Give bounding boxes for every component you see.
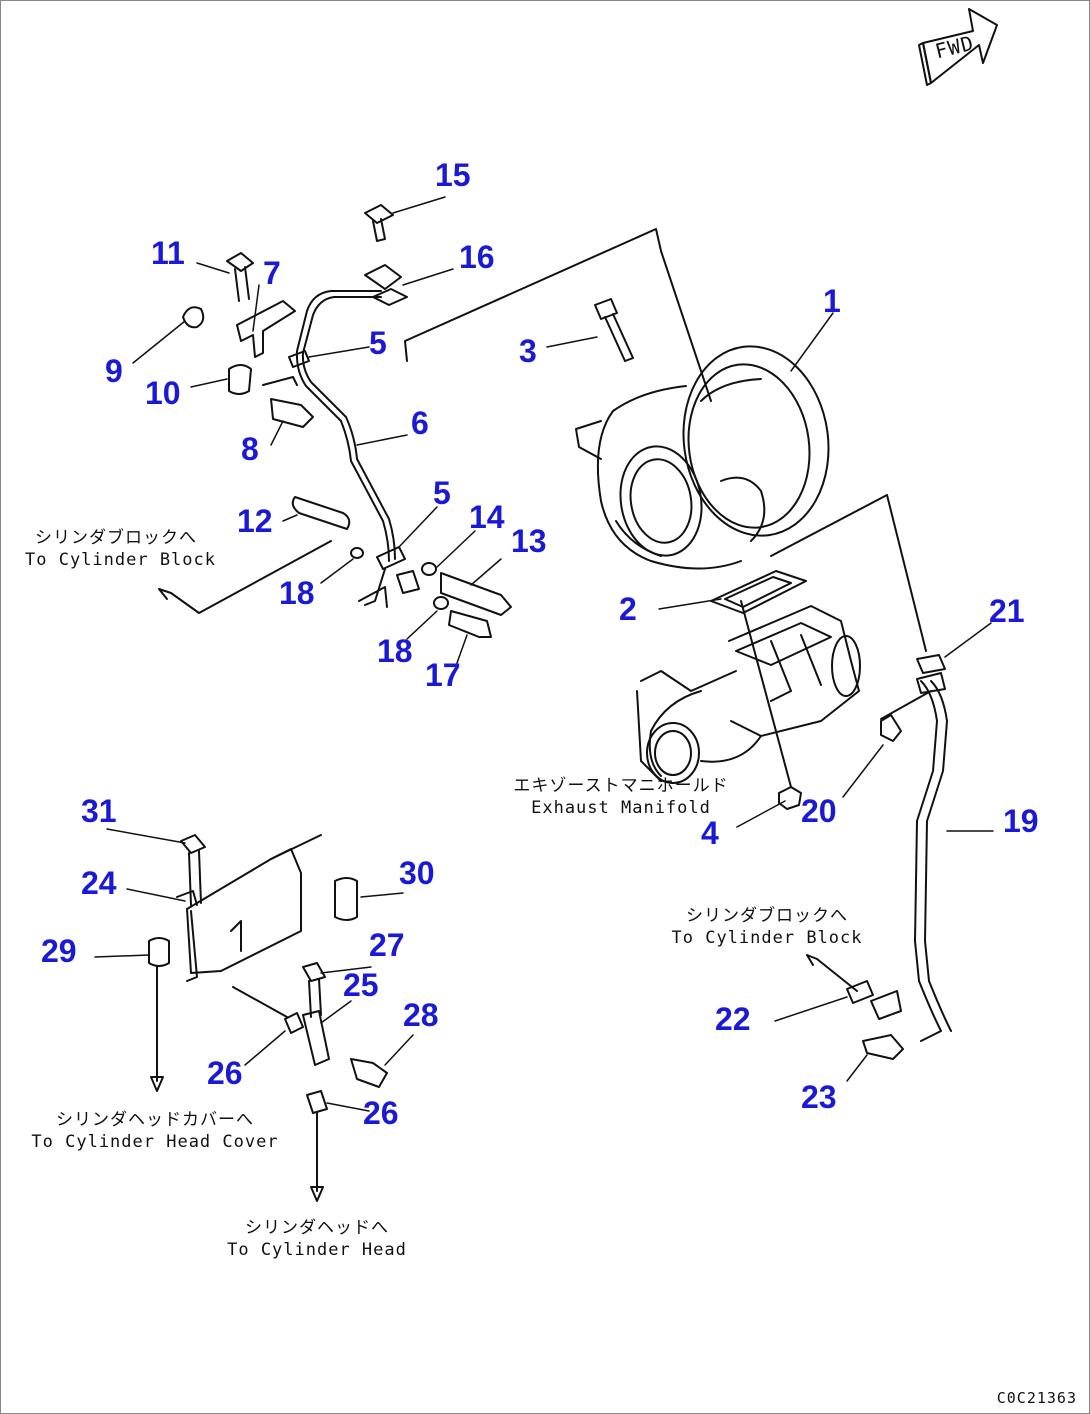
washer-icon — [350, 547, 364, 559]
clamp-icon — [302, 1010, 330, 1066]
note-en: Exhaust Manifold — [531, 798, 711, 818]
note-en: To Cylinder Block — [25, 550, 216, 570]
note-to-cylinder-head-cover: シリンダヘッドカバーへ To Cylinder Head Cover — [31, 1109, 278, 1153]
turbocharger-icon — [575, 345, 830, 570]
oil-return-pipe-icon — [846, 654, 952, 1060]
nut-icon — [778, 786, 802, 810]
callout-22[interactable]: 22 — [715, 1001, 751, 1037]
note-to-cylinder-head: シリンダヘッドへ To Cylinder Head — [227, 1217, 407, 1261]
callout-16[interactable]: 16 — [459, 239, 495, 275]
gasket-icon — [710, 570, 807, 614]
callout-7[interactable]: 7 — [263, 255, 281, 291]
callout-5-lower[interactable]: 5 — [433, 475, 451, 511]
arrow-line — [170, 540, 332, 614]
callout-3[interactable]: 3 — [519, 333, 537, 369]
callout-5-upper[interactable]: 5 — [369, 325, 387, 361]
arrow-line — [816, 958, 858, 992]
bolt-icon — [180, 834, 206, 854]
arrow-icon — [310, 1186, 324, 1202]
clamp-icon — [288, 350, 310, 368]
callout-18-left[interactable]: 18 — [279, 575, 315, 611]
callout-12[interactable]: 12 — [237, 503, 273, 539]
assembly-line — [880, 690, 932, 720]
callout-11[interactable]: 11 — [151, 235, 185, 271]
assembly-line — [404, 228, 712, 402]
callout-8[interactable]: 8 — [241, 431, 259, 467]
callout-24[interactable]: 24 — [81, 865, 117, 901]
callout-23[interactable]: 23 — [801, 1079, 837, 1115]
note-en: To Cylinder Head — [227, 1240, 407, 1260]
leader-lines — [94, 196, 994, 1112]
arrow-icon — [150, 1076, 164, 1092]
assembly-line — [232, 986, 288, 1018]
bolt-icon — [188, 850, 202, 906]
callout-4[interactable]: 4 — [701, 815, 719, 851]
spacer-icon — [148, 937, 170, 967]
spacer-icon — [306, 1090, 328, 1114]
note-en: To Cylinder Block — [671, 928, 863, 948]
arrow-icon — [158, 588, 172, 600]
note-to-cylinder-block-left: シリンダブロックへ To Cylinder Block — [25, 527, 216, 571]
note-en: To Cylinder Head Cover — [31, 1132, 279, 1152]
bolt-icon — [350, 1058, 388, 1088]
callout-10[interactable]: 10 — [145, 375, 181, 411]
spacer-icon — [284, 1012, 304, 1034]
bolt-icon — [448, 610, 492, 638]
clamp-icon — [396, 570, 420, 594]
callout-30[interactable]: 30 — [399, 855, 435, 891]
callout-26-left[interactable]: 26 — [207, 1055, 243, 1091]
callout-28[interactable]: 28 — [403, 997, 439, 1033]
callout-20[interactable]: 20 — [801, 793, 837, 829]
clamp-icon — [376, 546, 406, 570]
callout-26-right[interactable]: 26 — [363, 1095, 399, 1131]
callout-13[interactable]: 13 — [511, 523, 547, 559]
washer-icon — [433, 596, 449, 610]
exhaust-manifold-icon — [636, 605, 861, 784]
oil-inlet-pipe-icon — [295, 290, 396, 606]
clamp-icon — [358, 586, 388, 608]
note-jp: シリンダヘッドカバーへ — [55, 1110, 254, 1130]
callout-29[interactable]: 29 — [41, 933, 77, 969]
callout-27[interactable]: 27 — [369, 927, 405, 963]
bolt-icon — [594, 298, 634, 362]
callout-17[interactable]: 17 — [425, 657, 461, 693]
note-jp: エキゾーストマニホールド — [513, 776, 729, 796]
callout-9[interactable]: 9 — [105, 353, 123, 389]
drawing-code: C0C21363 — [996, 1389, 1077, 1407]
callout-19[interactable]: 19 — [1003, 803, 1039, 839]
spacer-icon — [334, 877, 358, 921]
callout-21[interactable]: 21 — [989, 593, 1025, 629]
callout-18-right[interactable]: 18 — [377, 633, 413, 669]
washer-icon — [421, 562, 437, 576]
note-jp: シリンダブロックへ — [686, 906, 848, 926]
callout-15[interactable]: 15 — [435, 157, 471, 193]
callout-14[interactable]: 14 — [469, 499, 505, 535]
callout-6[interactable]: 6 — [411, 405, 429, 441]
callout-2[interactable]: 2 — [619, 591, 637, 627]
bolt-icon — [440, 572, 512, 616]
arrow-icon — [806, 954, 818, 966]
note-to-cylinder-block-right: シリンダブロックへ To Cylinder Block — [672, 905, 863, 949]
note-exhaust-manifold: エキゾーストマニホールド Exhaust Manifold — [513, 775, 728, 819]
bolt-icon — [308, 978, 322, 1018]
bolt-icon — [302, 962, 326, 982]
sleeve-icon — [291, 496, 351, 530]
callout-31[interactable]: 31 — [81, 793, 117, 829]
note-jp: シリンダヘッドへ — [244, 1218, 389, 1238]
lifting-bracket-icon — [176, 834, 322, 982]
assembly-line — [770, 494, 927, 652]
note-jp: シリンダブロックへ — [35, 528, 197, 548]
bracket-icon — [182, 252, 314, 428]
callout-25[interactable]: 25 — [343, 967, 379, 1003]
banjo-bolt-icon — [364, 204, 408, 306]
fwd-arrow-icon — [918, 8, 998, 86]
callout-1[interactable]: 1 — [823, 283, 841, 319]
assembly-line — [740, 600, 792, 788]
